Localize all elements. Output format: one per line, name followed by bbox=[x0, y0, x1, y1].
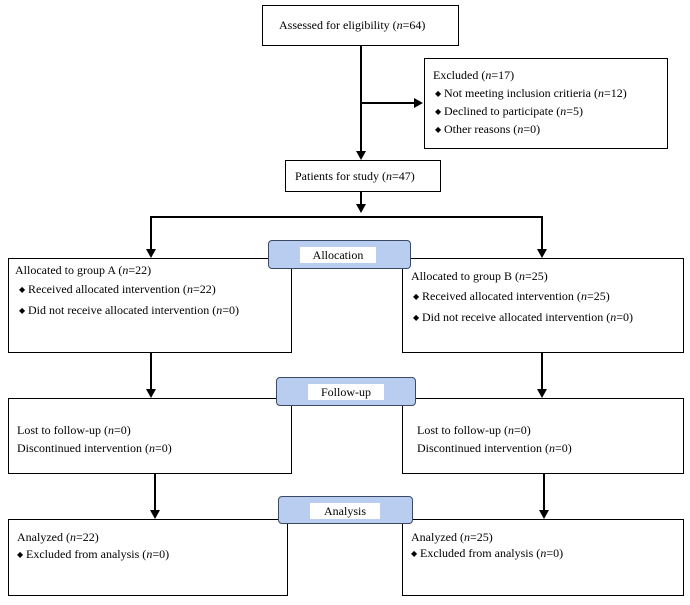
bullet-icon: ◆ bbox=[435, 125, 442, 134]
bullet-icon: ◆ bbox=[19, 306, 26, 315]
bullet-icon: ◆ bbox=[19, 285, 26, 294]
group-a-excluded-analysis-item: ◆Excluded from analysis (n=0) bbox=[17, 547, 170, 561]
patients-stem-line bbox=[360, 192, 362, 206]
group-a-analyzed-text: Analyzed (n=22) bbox=[17, 530, 99, 544]
arrow-to-group-a-analysis bbox=[150, 510, 160, 519]
assessed-to-patients-line bbox=[360, 46, 362, 151]
bullet-icon: ◆ bbox=[17, 550, 24, 559]
patients-box: Patients for study (n=47) bbox=[285, 160, 441, 192]
arrow-to-group-b-analysis bbox=[539, 510, 549, 519]
group-a-received-item: ◆Received allocated intervention (n=22) bbox=[19, 282, 216, 296]
assessed-text: Assessed for eligibility (n=64) bbox=[279, 18, 426, 32]
group-a-lost-text: Lost to follow-up (n=0) bbox=[17, 423, 131, 437]
group-b-followup-to-analysis-line bbox=[543, 474, 545, 510]
followup-stage-label: Follow-up bbox=[308, 384, 384, 400]
arrow-to-group-a bbox=[146, 249, 156, 258]
group-b-not-received-item: ◆Did not receive allocated intervention … bbox=[413, 310, 634, 324]
allocation-stage-banner: Allocation bbox=[268, 240, 411, 269]
excluded-box: Excluded (n=17) ◆Not meeting inclusion c… bbox=[424, 58, 668, 149]
patients-text: Patients for study (n=47) bbox=[295, 169, 415, 183]
arrow-to-group-b bbox=[537, 249, 547, 258]
bullet-icon: ◆ bbox=[435, 89, 442, 98]
bullet-icon: ◆ bbox=[413, 313, 420, 322]
group-b-excluded-analysis-item: ◆Excluded from analysis (n=0) bbox=[411, 546, 564, 560]
split-right-line bbox=[541, 216, 543, 250]
group-b-allocation-box: Allocated to group B (n=25) ◆Received al… bbox=[402, 258, 684, 353]
analysis-stage-label: Analysis bbox=[310, 503, 380, 519]
excluded-item: ◆Declined to participate (n=5) bbox=[435, 104, 584, 118]
arrow-split bbox=[356, 204, 366, 213]
group-a-discontinued-text: Discontinued intervention (n=0) bbox=[17, 441, 172, 455]
group-b-alloc-to-followup-line bbox=[541, 353, 543, 389]
analysis-stage-banner: Analysis bbox=[278, 496, 413, 524]
allocation-stage-label: Allocation bbox=[300, 247, 376, 263]
group-b-discontinued-text: Discontinued intervention (n=0) bbox=[417, 441, 572, 455]
group-a-followup-to-analysis-line bbox=[154, 474, 156, 510]
group-a-not-received-item: ◆Did not receive allocated intervention … bbox=[19, 303, 240, 317]
bullet-icon: ◆ bbox=[411, 549, 418, 558]
bullet-icon: ◆ bbox=[413, 292, 420, 301]
group-b-analyzed-text: Analyzed (n=25) bbox=[411, 530, 493, 544]
group-b-followup-box: Lost to follow-up (n=0) Discontinued int… bbox=[402, 398, 684, 474]
group-a-allocation-box: Allocated to group A (n=22) ◆Received al… bbox=[8, 258, 292, 353]
group-a-alloc-to-followup-line bbox=[150, 353, 152, 389]
arrow-to-patients bbox=[356, 151, 366, 160]
split-left-line bbox=[150, 216, 152, 250]
arrow-to-group-a-followup bbox=[146, 389, 156, 398]
group-a-allocated-text: Allocated to group A (n=22) bbox=[15, 263, 152, 277]
excluded-title: Excluded (n=17) bbox=[433, 68, 515, 82]
assessed-box: Assessed for eligibility (n=64) bbox=[262, 5, 459, 46]
group-b-analysis-box: Analyzed (n=25) ◆Excluded from analysis … bbox=[402, 519, 684, 596]
followup-stage-banner: Follow-up bbox=[276, 377, 416, 406]
arrow-to-excluded bbox=[414, 98, 423, 108]
group-a-analysis-box: Analyzed (n=22) ◆Excluded from analysis … bbox=[8, 519, 288, 596]
excluded-branch-line bbox=[361, 102, 415, 104]
group-a-followup-box: Lost to follow-up (n=0) Discontinued int… bbox=[8, 398, 292, 474]
bullet-icon: ◆ bbox=[435, 107, 442, 116]
group-b-lost-text: Lost to follow-up (n=0) bbox=[417, 423, 531, 437]
excluded-item: ◆Other reasons (n=0) bbox=[435, 122, 541, 136]
group-b-received-item: ◆Received allocated intervention (n=25) bbox=[413, 289, 610, 303]
split-horizontal-line bbox=[150, 216, 543, 218]
excluded-item: ◆Not meeting inclusion critieria (n=12) bbox=[435, 86, 627, 100]
group-b-allocated-text: Allocated to group B (n=25) bbox=[411, 269, 548, 283]
arrow-to-group-b-followup bbox=[537, 389, 547, 398]
